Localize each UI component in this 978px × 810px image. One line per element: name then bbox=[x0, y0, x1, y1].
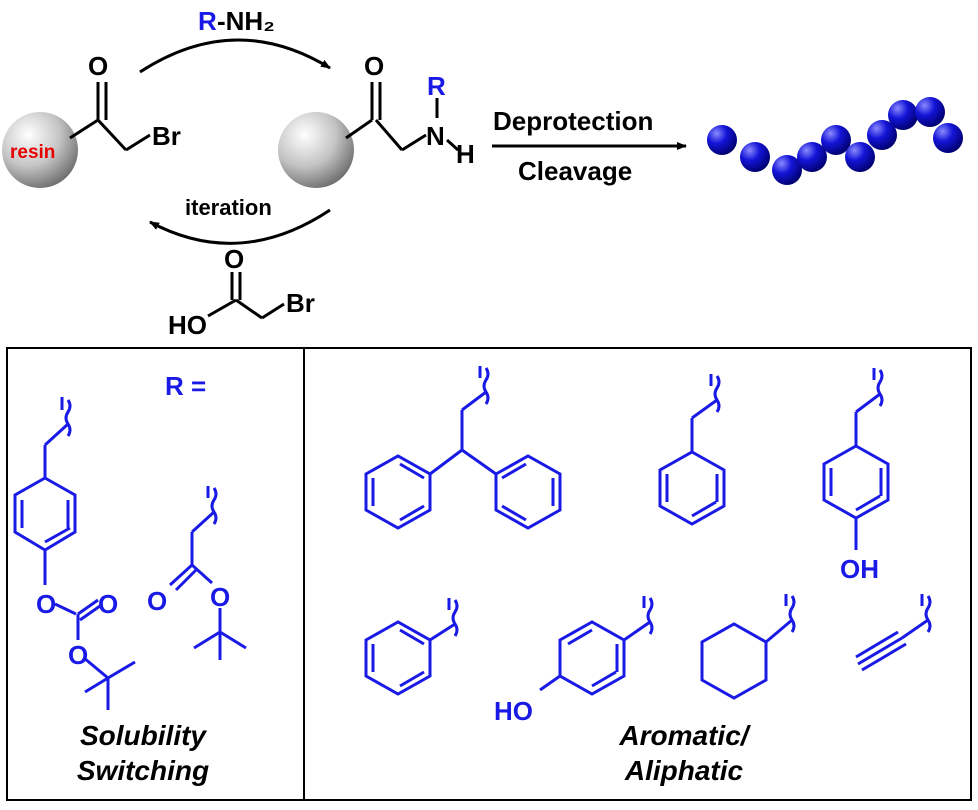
chain-bead bbox=[867, 120, 897, 150]
ester-o-carbonyl: O bbox=[147, 586, 167, 616]
phenol-oh: OH bbox=[840, 554, 879, 584]
hydroxybenzyl-structure bbox=[539, 596, 654, 696]
acid-ho: HO bbox=[168, 310, 207, 340]
diphenylpropyl-structure bbox=[364, 366, 562, 530]
chain-bead bbox=[707, 125, 737, 155]
peptoid-chain bbox=[707, 97, 963, 185]
resin-bead-middle bbox=[278, 112, 354, 188]
cleavage-label: Cleavage bbox=[518, 156, 632, 186]
chain-bead bbox=[797, 142, 827, 172]
r-equals-label: R = bbox=[165, 371, 206, 401]
cyclohexylmethyl-structure bbox=[700, 594, 796, 700]
right-caption-1: Aromatic/ bbox=[618, 720, 751, 751]
ester-o-ether: O bbox=[210, 582, 230, 612]
chain-bead bbox=[915, 97, 945, 127]
resin-bead-left bbox=[2, 112, 78, 188]
chain-bead bbox=[772, 155, 802, 185]
benzyl-structure bbox=[364, 598, 459, 696]
aminoacetyl-group bbox=[345, 82, 460, 152]
carbonyl-o-left: O bbox=[88, 51, 108, 81]
reagent-r: R bbox=[198, 6, 217, 36]
reagent-nh2: -NH₂ bbox=[217, 6, 275, 36]
chain-bead bbox=[933, 123, 963, 153]
amine-r: R bbox=[427, 71, 446, 101]
left-caption-2: Switching bbox=[77, 755, 209, 786]
tbu-ester-structure bbox=[168, 486, 247, 660]
acid-br: Br bbox=[286, 288, 315, 318]
iteration-label: iteration bbox=[185, 195, 272, 220]
chain-bead bbox=[821, 125, 851, 155]
substituent-panel bbox=[6, 347, 972, 801]
left-caption-1: Solubility bbox=[80, 720, 207, 751]
boc-o-1: O bbox=[36, 589, 56, 619]
iteration-curved-arrow bbox=[149, 208, 331, 245]
right-caption-2: Aliphatic bbox=[624, 755, 744, 786]
deprotection-label: Deprotection bbox=[493, 106, 653, 136]
boc-tyrosine-structure bbox=[13, 397, 136, 710]
resin-label: resin bbox=[10, 142, 55, 163]
carbonyl-o-middle: O bbox=[364, 51, 384, 81]
chain-bead bbox=[740, 142, 770, 172]
hydroxyphenethyl-structure bbox=[822, 368, 890, 550]
boc-o-2: O bbox=[98, 589, 118, 619]
bromine-left: Br bbox=[152, 121, 181, 151]
propargyl-structure bbox=[855, 594, 932, 672]
chain-bead bbox=[845, 142, 875, 172]
phenol-ho: HO bbox=[494, 696, 533, 726]
phenethyl-structure bbox=[658, 374, 726, 526]
bromoacetic-acid bbox=[207, 272, 285, 320]
bromoacetyl-group bbox=[69, 82, 151, 152]
amine-h: H bbox=[456, 139, 475, 169]
acid-o: O bbox=[224, 244, 244, 274]
forward-curved-arrow bbox=[139, 38, 331, 74]
boc-o-3: O bbox=[68, 640, 88, 670]
chain-bead bbox=[888, 100, 918, 130]
amine-n: N bbox=[426, 121, 445, 151]
